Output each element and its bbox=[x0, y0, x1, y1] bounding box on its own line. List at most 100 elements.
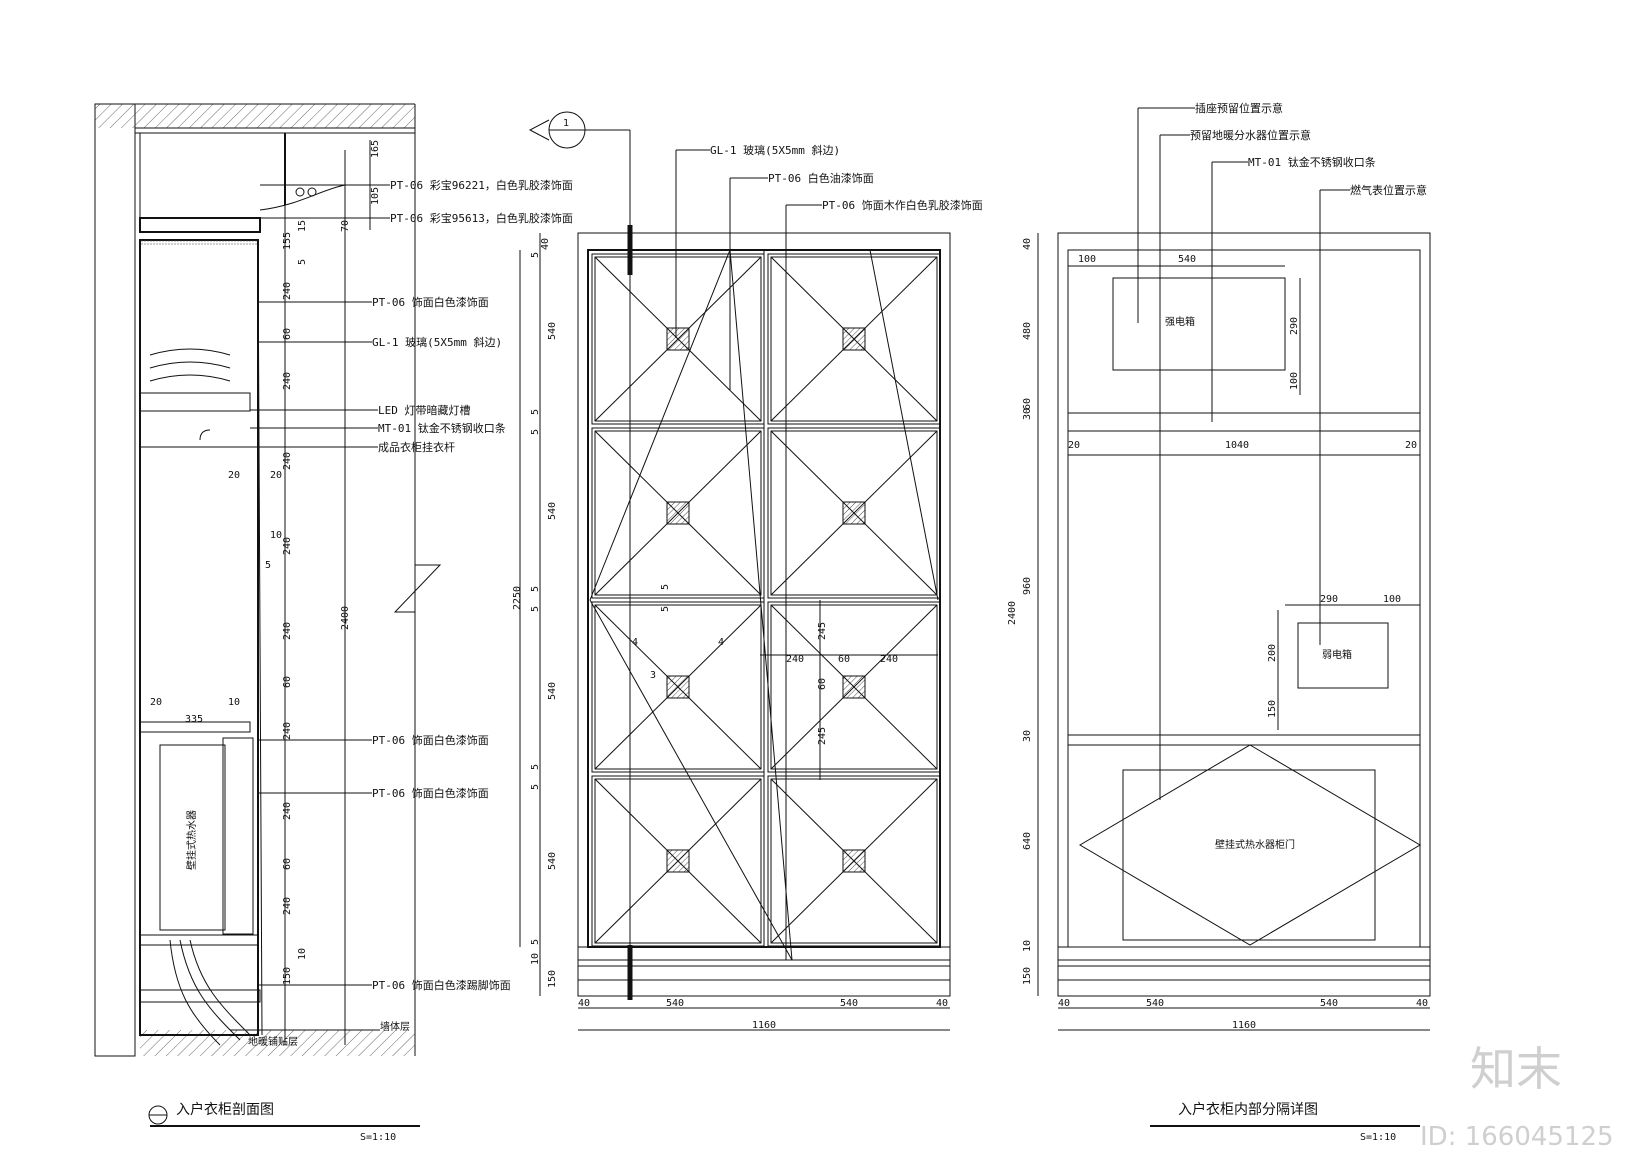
panel-bevel-line bbox=[770, 778, 855, 862]
mid-dim-540-4: 540 bbox=[547, 852, 558, 870]
heater-box bbox=[159, 744, 226, 931]
dim-155: 155 bbox=[282, 232, 293, 250]
glass-panel-4 bbox=[767, 427, 941, 599]
mid-dim-5-4: 5 bbox=[530, 586, 541, 592]
r-dim-150-a: 150 bbox=[1267, 700, 1278, 718]
mid-dim-5-b: 5 bbox=[660, 606, 671, 612]
dim-240-4: 240 bbox=[282, 537, 293, 555]
mid-dim-5-7: 5 bbox=[530, 784, 541, 790]
dim-60-3: 60 bbox=[282, 858, 293, 870]
mid-dim-5-5: 5 bbox=[530, 606, 541, 612]
dim-10-a: 10 bbox=[270, 530, 282, 541]
right-callout-1: 插座预留位置示意 bbox=[1195, 101, 1283, 115]
glass-panel-5 bbox=[591, 601, 765, 773]
mid-dim-2250: 2250 bbox=[512, 586, 523, 610]
left-section-view: 壁挂式热水器 165 105 70 15 155 5 240 60 240 24… bbox=[94, 103, 573, 1143]
panel-bevel-line bbox=[594, 686, 679, 770]
r-dim-60: 60 bbox=[1022, 398, 1033, 410]
glass-panel-inner-4 bbox=[770, 430, 938, 596]
r-dim-40-r: 40 bbox=[1416, 998, 1428, 1009]
weak-electric-box bbox=[1297, 622, 1389, 689]
dim-5-a: 5 bbox=[297, 259, 308, 265]
mid-dim-5-3: 5 bbox=[530, 429, 541, 435]
mid-callout-3: PT-06 饰面木作白色乳胶漆饰面 bbox=[822, 198, 983, 212]
panel-center-square bbox=[842, 675, 866, 699]
dim-240-6: 240 bbox=[282, 722, 293, 740]
dim-5-b: 5 bbox=[265, 560, 271, 571]
panel-center-square bbox=[666, 675, 690, 699]
box3-label: 壁挂式热水器柜门 bbox=[1215, 838, 1295, 851]
mid-callout-2: PT-06 白色油漆饰面 bbox=[768, 171, 874, 185]
panel-center-square bbox=[842, 501, 866, 525]
panel-bevel-line bbox=[594, 256, 679, 340]
panel-center-square bbox=[842, 849, 866, 873]
panel-center-square bbox=[666, 327, 690, 351]
left-callout-6: MT-01 钛金不锈钢收口条 bbox=[378, 421, 506, 435]
panel-bevel-line bbox=[677, 778, 762, 862]
r-dim-290-a: 290 bbox=[1289, 317, 1300, 335]
panel-bevel-line bbox=[677, 860, 762, 944]
mid-dim-5-top: 5 bbox=[530, 252, 541, 258]
r-dim-540-b1: 540 bbox=[1146, 998, 1164, 1009]
dim-10-b: 10 bbox=[228, 697, 240, 708]
middle-elevation-view: 1 GL-1 玻璃(5X5mm 斜边) PT-06 白色油漆饰面 PT bbox=[512, 111, 983, 1031]
watermark-id: ID: 166045125 bbox=[1420, 1122, 1614, 1152]
r-dim-2400: 2400 bbox=[1007, 601, 1018, 625]
panel-bevel-line bbox=[770, 686, 855, 770]
mid-dim-540-3: 540 bbox=[547, 682, 558, 700]
panel-center-square bbox=[842, 327, 866, 351]
panel-bevel-line bbox=[853, 430, 938, 514]
panel-bevel-line bbox=[594, 338, 679, 422]
left-callout-10: PT-06 饰面白色漆踢脚饰面 bbox=[372, 978, 511, 992]
panel-bevel-line bbox=[770, 860, 855, 944]
left-callout-9: PT-06 饰面白色漆饰面 bbox=[372, 786, 489, 800]
right-callout-4: 燃气表位置示意 bbox=[1350, 183, 1427, 197]
panel-bevel-line bbox=[677, 686, 762, 770]
panel-bevel-line bbox=[677, 256, 762, 340]
mid-dim-245-b: 245 bbox=[817, 727, 828, 745]
r-dim-100-b: 100 bbox=[1289, 372, 1300, 390]
dim-240-7: 240 bbox=[282, 802, 293, 820]
dim-15: 15 bbox=[297, 220, 308, 232]
panel-bevel-line bbox=[594, 860, 679, 944]
dim-60-1: 60 bbox=[282, 328, 293, 340]
dim-60-2: 60 bbox=[282, 676, 293, 688]
dim-20-b: 20 bbox=[270, 470, 282, 481]
right-elevation-view: 强电箱 弱电箱 壁挂式热水器柜门 插座预留位置示意 预留地暖分水器位置示意 MT… bbox=[1007, 101, 1431, 1143]
box1-label: 强电箱 bbox=[1165, 315, 1195, 328]
right-callouts: 插座预留位置示意 预留地暖分水器位置示意 MT-01 钛金不锈钢收口条 燃气表位… bbox=[1137, 101, 1427, 800]
mid-dim-40-r: 40 bbox=[936, 998, 948, 1009]
floor-layer-label: 地暖铺贴层 bbox=[248, 1035, 298, 1048]
mid-callout-1: GL-1 玻璃(5X5mm 斜边) bbox=[710, 143, 840, 157]
dim-240-3: 240 bbox=[282, 452, 293, 470]
r-dim-20-a: 20 bbox=[1068, 440, 1080, 451]
panel-bevel-line bbox=[677, 338, 762, 422]
mid-dim-4-b: 4 bbox=[718, 637, 724, 648]
glass-panel-2 bbox=[767, 253, 941, 425]
r-dim-30-a: 30 bbox=[1022, 408, 1033, 420]
r-dim-480: 480 bbox=[1022, 322, 1033, 340]
glass-panel-inner-1 bbox=[594, 256, 762, 422]
panel-bevel-line bbox=[770, 430, 855, 514]
r-dim-540-a: 540 bbox=[1178, 254, 1196, 265]
left-callout-7: 成品衣柜挂衣杆 bbox=[378, 440, 455, 454]
left-title: 入户衣柜剖面图 bbox=[176, 1101, 274, 1118]
panel-bevel-line bbox=[594, 512, 679, 596]
r-dim-20-b: 20 bbox=[1405, 440, 1417, 451]
mid-dim-540-b1: 540 bbox=[666, 998, 684, 1009]
mid-dim-150: 150 bbox=[547, 970, 558, 988]
dim-70: 70 bbox=[340, 220, 351, 232]
box2-label: 弱电箱 bbox=[1322, 648, 1352, 661]
mid-dim-5-8: 5 bbox=[530, 939, 541, 945]
mid-dim-5-2: 5 bbox=[530, 409, 541, 415]
panel-bevel-line bbox=[770, 512, 855, 596]
glass-panels bbox=[591, 253, 941, 947]
panel-bevel-line bbox=[853, 686, 938, 770]
mid-dim-5-6: 5 bbox=[530, 764, 541, 770]
dim-150: 150 bbox=[282, 967, 293, 985]
glass-panel-1 bbox=[591, 253, 765, 425]
panel-bevel-line bbox=[853, 604, 938, 688]
left-callout-1: PT-06 彩宝96221，白色乳胶漆饰面 bbox=[390, 178, 573, 192]
dim-240-8: 240 bbox=[282, 897, 293, 915]
right-callout-3: MT-01 钛金不锈钢收口条 bbox=[1248, 155, 1376, 169]
